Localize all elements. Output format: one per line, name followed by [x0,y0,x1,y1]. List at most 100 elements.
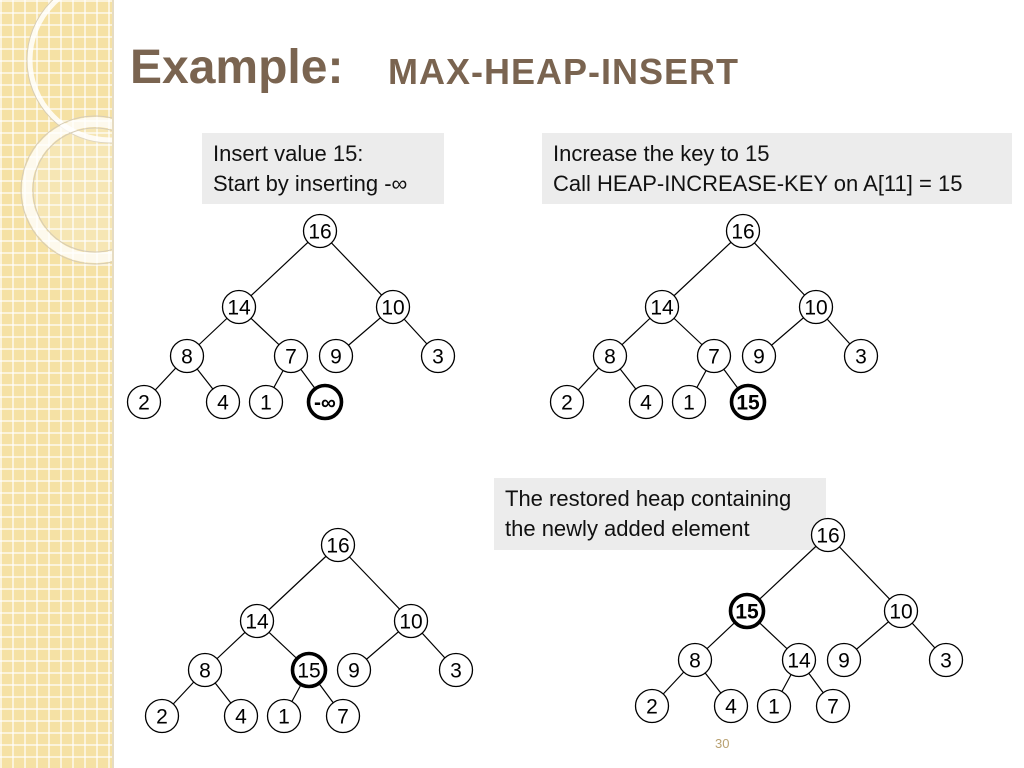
node-circle [205,384,241,420]
node-circle [815,688,851,724]
heap-node: 16 [320,527,356,563]
node-value: 7 [827,696,839,719]
callout-line: Call HEAP-INCREASE-KEY on A[11] = 15 [553,171,963,196]
node-value: 15 [735,601,759,624]
heap-node: 8 [677,642,713,678]
node-circle [239,603,275,639]
heap-node: 16 [302,213,338,249]
tree-edge [742,230,817,308]
heap-node: 7 [325,698,361,734]
heap-node-highlighted: -∞ [306,383,344,421]
heap-node: 3 [420,338,456,374]
node-value: 3 [432,346,444,369]
page-number: 30 [715,736,730,751]
heap-node: 2 [549,384,585,420]
heap-node: 1 [756,688,792,724]
node-value: 14 [650,297,674,320]
node-circle [290,651,328,689]
heap-node: 3 [438,652,474,688]
node-value: 1 [683,392,695,415]
node-value: 1 [768,696,780,719]
heap-node: 7 [815,688,851,724]
node-circle [634,688,670,724]
tree-edge [319,230,394,308]
heap-node: 10 [883,593,919,629]
node-circle [318,338,354,374]
node-value: 8 [199,660,211,683]
node-circle [628,384,664,420]
node-value: 7 [285,346,297,369]
callout-line: The restored heap containing [505,486,792,511]
decorative-ring-top-outline [26,0,112,144]
node-circle [549,384,585,420]
node-value: 9 [348,660,360,683]
heap-node: 2 [634,688,670,724]
slide-subtitle: MAX-HEAP-INSERT [388,51,740,92]
heap-node: 4 [713,688,749,724]
node-circle [144,698,180,734]
node-circle [883,593,919,629]
node-value: 4 [217,392,229,415]
heap-node: 14 [221,289,257,325]
node-value: 2 [646,696,658,719]
callout-increase-key: Increase the key to 15 Call HEAP-INCREAS… [542,133,1012,204]
node-circle [223,698,259,734]
node-circle [843,338,879,374]
heap-node: 14 [239,603,275,639]
node-circle [420,338,456,374]
node-circle [438,652,474,688]
decorative-rings [20,0,112,265]
node-value: 10 [399,611,422,634]
heap-node: 4 [223,698,259,734]
node-value: 10 [381,297,404,320]
node-value: 16 [326,535,349,558]
node-value: 8 [604,346,616,369]
heap-node: 4 [205,384,241,420]
heap-node: 9 [318,338,354,374]
heap-node: 1 [671,384,707,420]
node-value: 15 [297,660,320,683]
heap-node: 10 [798,289,834,325]
node-circle [336,652,372,688]
tree-edge [746,534,829,612]
tree-edge [661,230,744,308]
heap-node: 1 [266,698,302,734]
node-value: 7 [708,346,720,369]
node-value: 3 [450,660,462,683]
node-value: 8 [689,650,701,673]
heap-node: 14 [644,289,680,325]
node-value: -∞ [314,392,336,415]
node-value: 15 [736,392,760,415]
heap-node: 2 [144,698,180,734]
heap-node: 2 [126,384,162,420]
decorative-ring-lower-fill [33,128,112,252]
heap-node: 9 [336,652,372,688]
decorative-ring-lower-inner-outline [32,127,112,253]
node-circle [696,338,732,374]
node-value: 1 [260,392,272,415]
heap-node-highlighted: 15 [728,592,766,630]
node-circle [644,289,680,325]
heap-node: 10 [393,603,429,639]
node-circle [671,384,707,420]
heap-node: 3 [843,338,879,374]
heap-node: 7 [273,338,309,374]
callout-line: the newly added element [505,516,750,541]
decorative-ring-lower-outline [20,115,112,265]
node-value: 14 [227,297,251,320]
heap-node: 3 [928,642,964,678]
heap-node: 7 [696,338,732,374]
node-value: 4 [640,392,652,415]
node-circle [302,213,338,249]
node-circle [826,642,862,678]
node-circle [810,517,846,553]
node-value: 16 [308,221,331,244]
node-circle [266,698,302,734]
node-circle [320,527,356,563]
decorative-ring-lower [22,117,112,263]
decorative-ring-top [27,0,112,143]
node-circle [781,642,817,678]
heap-node: 10 [375,289,411,325]
